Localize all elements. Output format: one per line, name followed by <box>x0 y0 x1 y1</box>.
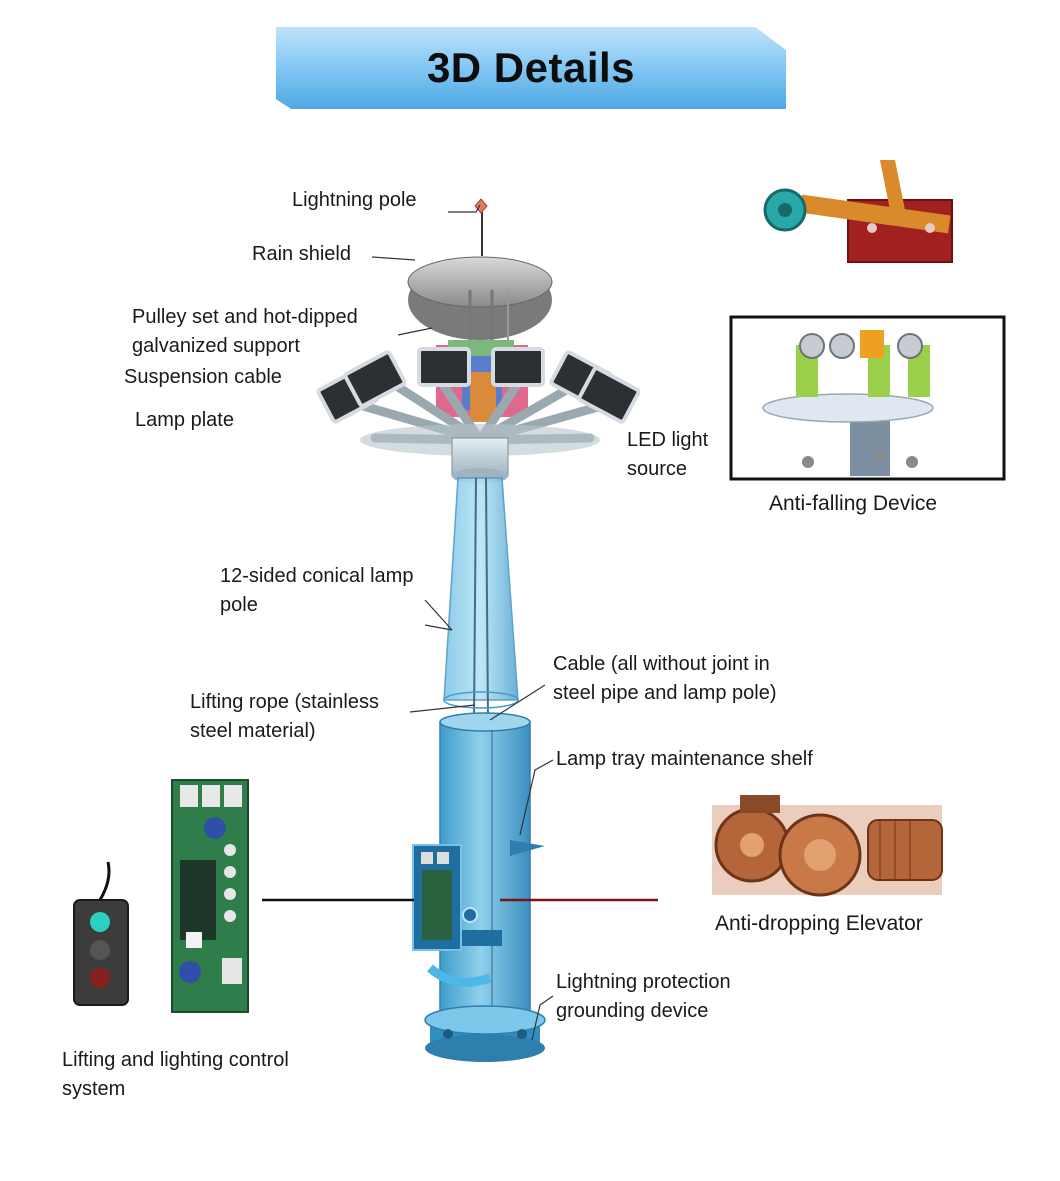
label-maintenance-shelf: Lamp tray maintenance shelf <box>556 748 813 770</box>
caption-anti-falling: Anti-falling Device <box>769 492 938 515</box>
label-conical-pole: 12-sided conical lamp pole <box>220 562 413 620</box>
label-rain-shield: Rain shield <box>252 243 351 265</box>
label-conical-line1: 12-sided conical lamp <box>220 565 414 587</box>
anti-falling-top-icon <box>763 160 953 263</box>
lamp-plate <box>360 424 600 484</box>
conical-pole <box>443 477 519 721</box>
label-lightning-pole: Lightning pole <box>292 189 417 211</box>
base-flange <box>424 1005 546 1062</box>
label-led-line1: LED light <box>627 429 709 451</box>
label-pulley-set-line1: Pulley set and hot-dipped <box>132 306 358 328</box>
label-led-line2: source <box>627 458 688 480</box>
label-pulley-set-line2: galvanized support <box>132 335 300 357</box>
label-grounding-device: Lightning protection grounding device <box>556 968 731 1026</box>
label-control-line2: system <box>62 1078 126 1100</box>
anti-falling-inset <box>729 315 1006 481</box>
circuit-board <box>171 779 249 1013</box>
label-lifting-rope: Lifting rope (stainless steel material) <box>190 688 379 746</box>
label-cable-line1: Cable (all without joint in <box>553 653 770 675</box>
anti-dropping-elevator <box>712 795 943 897</box>
leader-lines <box>371 204 554 1041</box>
label-grounding-line1: Lightning protection <box>556 971 731 993</box>
lightning-rod <box>474 198 488 256</box>
pendant-remote <box>73 861 129 1006</box>
label-control-line1: Lifting and lighting control <box>62 1049 289 1071</box>
page-title: 3D Details <box>426 44 636 91</box>
label-pulley-set: Pulley set and hot-dipped galvanized sup… <box>132 303 358 361</box>
caption-anti-dropping: Anti-dropping Elevator <box>715 912 923 935</box>
label-grounding-line2: grounding device <box>556 1000 709 1022</box>
led-floodlights <box>316 347 641 424</box>
label-control-system: Lifting and lighting control system <box>62 1046 289 1104</box>
label-lamp-plate: Lamp plate <box>135 409 234 431</box>
control-box <box>412 844 502 951</box>
label-rope-line1: Lifting rope (stainless <box>190 691 379 713</box>
title-banner: 3D Details <box>276 27 786 109</box>
label-conical-line2: pole <box>220 594 258 616</box>
rain-shield <box>407 256 553 340</box>
label-rope-line2: steel material) <box>190 720 316 742</box>
swoosh-arrow <box>427 964 492 987</box>
label-cable-line2: steel pipe and lamp pole) <box>553 682 777 704</box>
maintenance-shelf <box>510 840 545 856</box>
label-suspension-cable: Suspension cable <box>124 366 282 388</box>
label-cable: Cable (all without joint in steel pipe a… <box>553 650 776 708</box>
label-led-light-source: LED light source <box>627 426 708 484</box>
